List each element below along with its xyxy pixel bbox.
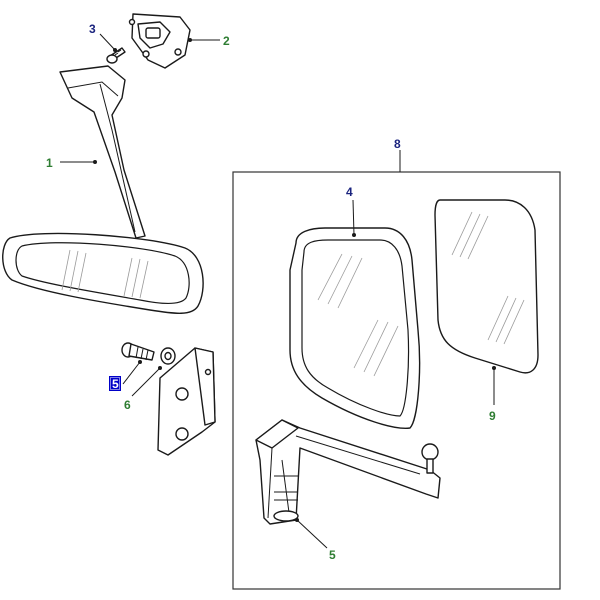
- callout-5[interactable]: 5: [329, 548, 336, 562]
- callout-selected[interactable]: 5: [109, 376, 121, 391]
- exterior-mirror-head: [289, 227, 421, 429]
- callout-6[interactable]: 6: [124, 398, 131, 412]
- bracket-screw: [121, 342, 155, 361]
- interior-mirror: [2, 65, 204, 314]
- callout-2[interactable]: 2: [223, 34, 230, 48]
- leader-lines: [60, 33, 496, 549]
- mirror-arm: [255, 419, 441, 525]
- callout-selected-box: [109, 376, 121, 391]
- screw: [106, 47, 126, 64]
- callout-selected-label: 5: [112, 377, 119, 391]
- mirror-bracket: [157, 347, 216, 456]
- callout-3[interactable]: 3: [89, 22, 96, 36]
- callout-4[interactable]: 4: [346, 185, 353, 199]
- callout-selected-focus-ring: [110, 377, 120, 390]
- callout-8[interactable]: 8: [394, 137, 401, 151]
- callout-1[interactable]: 1: [46, 156, 53, 170]
- mirror-glass: [434, 199, 539, 374]
- callout-9[interactable]: 9: [489, 409, 496, 423]
- mounting-plate: [128, 13, 191, 69]
- washer: [160, 347, 176, 365]
- assembly-frame: [232, 171, 561, 590]
